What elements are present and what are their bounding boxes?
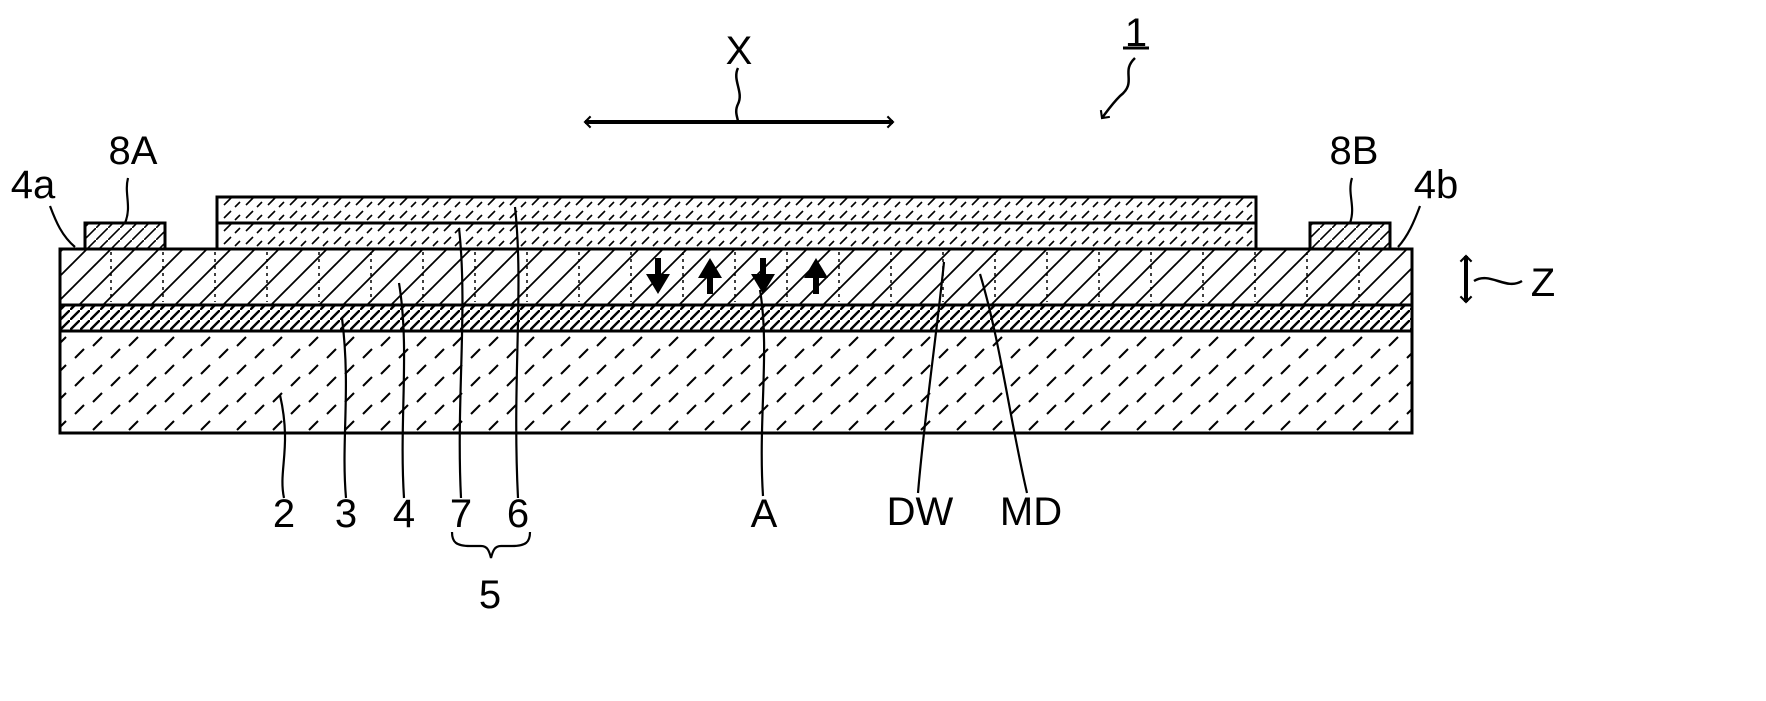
leader-md: [978, 273, 1029, 494]
domain-boundaries: [110, 252, 1360, 302]
substrate-layer: [58, 329, 1414, 435]
label-x: X: [726, 29, 753, 73]
label-8b: 8B: [1330, 129, 1379, 173]
layer-3: [58, 303, 1414, 333]
label-z: Z: [1531, 261, 1555, 305]
label-md: MD: [1000, 490, 1062, 534]
label-dw: DW: [887, 490, 954, 534]
leader-4a: [48, 205, 76, 248]
leader-4: [397, 282, 406, 499]
layer-4: [58, 247, 1414, 307]
layer-6: [215, 195, 1258, 225]
leader-lines: [48, 177, 1422, 559]
magnetization-down-arrow-1: [646, 258, 670, 294]
label-4b: 4b: [1414, 163, 1459, 207]
leader-8b: [1348, 177, 1354, 224]
leader-6: [513, 206, 520, 499]
leader-7: [457, 227, 464, 499]
leader-3: [340, 317, 348, 499]
label-7: 7: [450, 492, 472, 536]
leader-2: [278, 394, 287, 499]
magnetization-up-arrow-2: [804, 258, 828, 294]
magnetization-down-arrow-2: [751, 258, 775, 294]
label-2: 2: [273, 492, 295, 536]
electrode-8b: [1308, 221, 1392, 251]
electrode-8a: [83, 221, 167, 251]
layer-7: [215, 221, 1258, 251]
x-leader-line: [734, 67, 741, 123]
label-8a: 8A: [109, 129, 158, 173]
magnetization-up-arrow-1: [698, 258, 722, 294]
label-a: A: [751, 492, 778, 536]
z-leader-line: [1473, 276, 1523, 286]
leader-a: [758, 289, 766, 497]
device-leader-arrow: [1099, 57, 1136, 120]
label-3: 3: [335, 492, 357, 536]
leader-dw: [916, 261, 946, 494]
brace-5: [450, 531, 532, 559]
label-5: 5: [479, 573, 501, 617]
leader-4b: [1397, 205, 1422, 248]
label-4: 4: [393, 492, 415, 536]
leader-8a: [123, 177, 130, 224]
label-4a: 4a: [11, 163, 56, 207]
label-6: 6: [507, 492, 529, 536]
magnetization-arrows: [646, 258, 828, 294]
label-device-1: 1: [1125, 11, 1147, 55]
